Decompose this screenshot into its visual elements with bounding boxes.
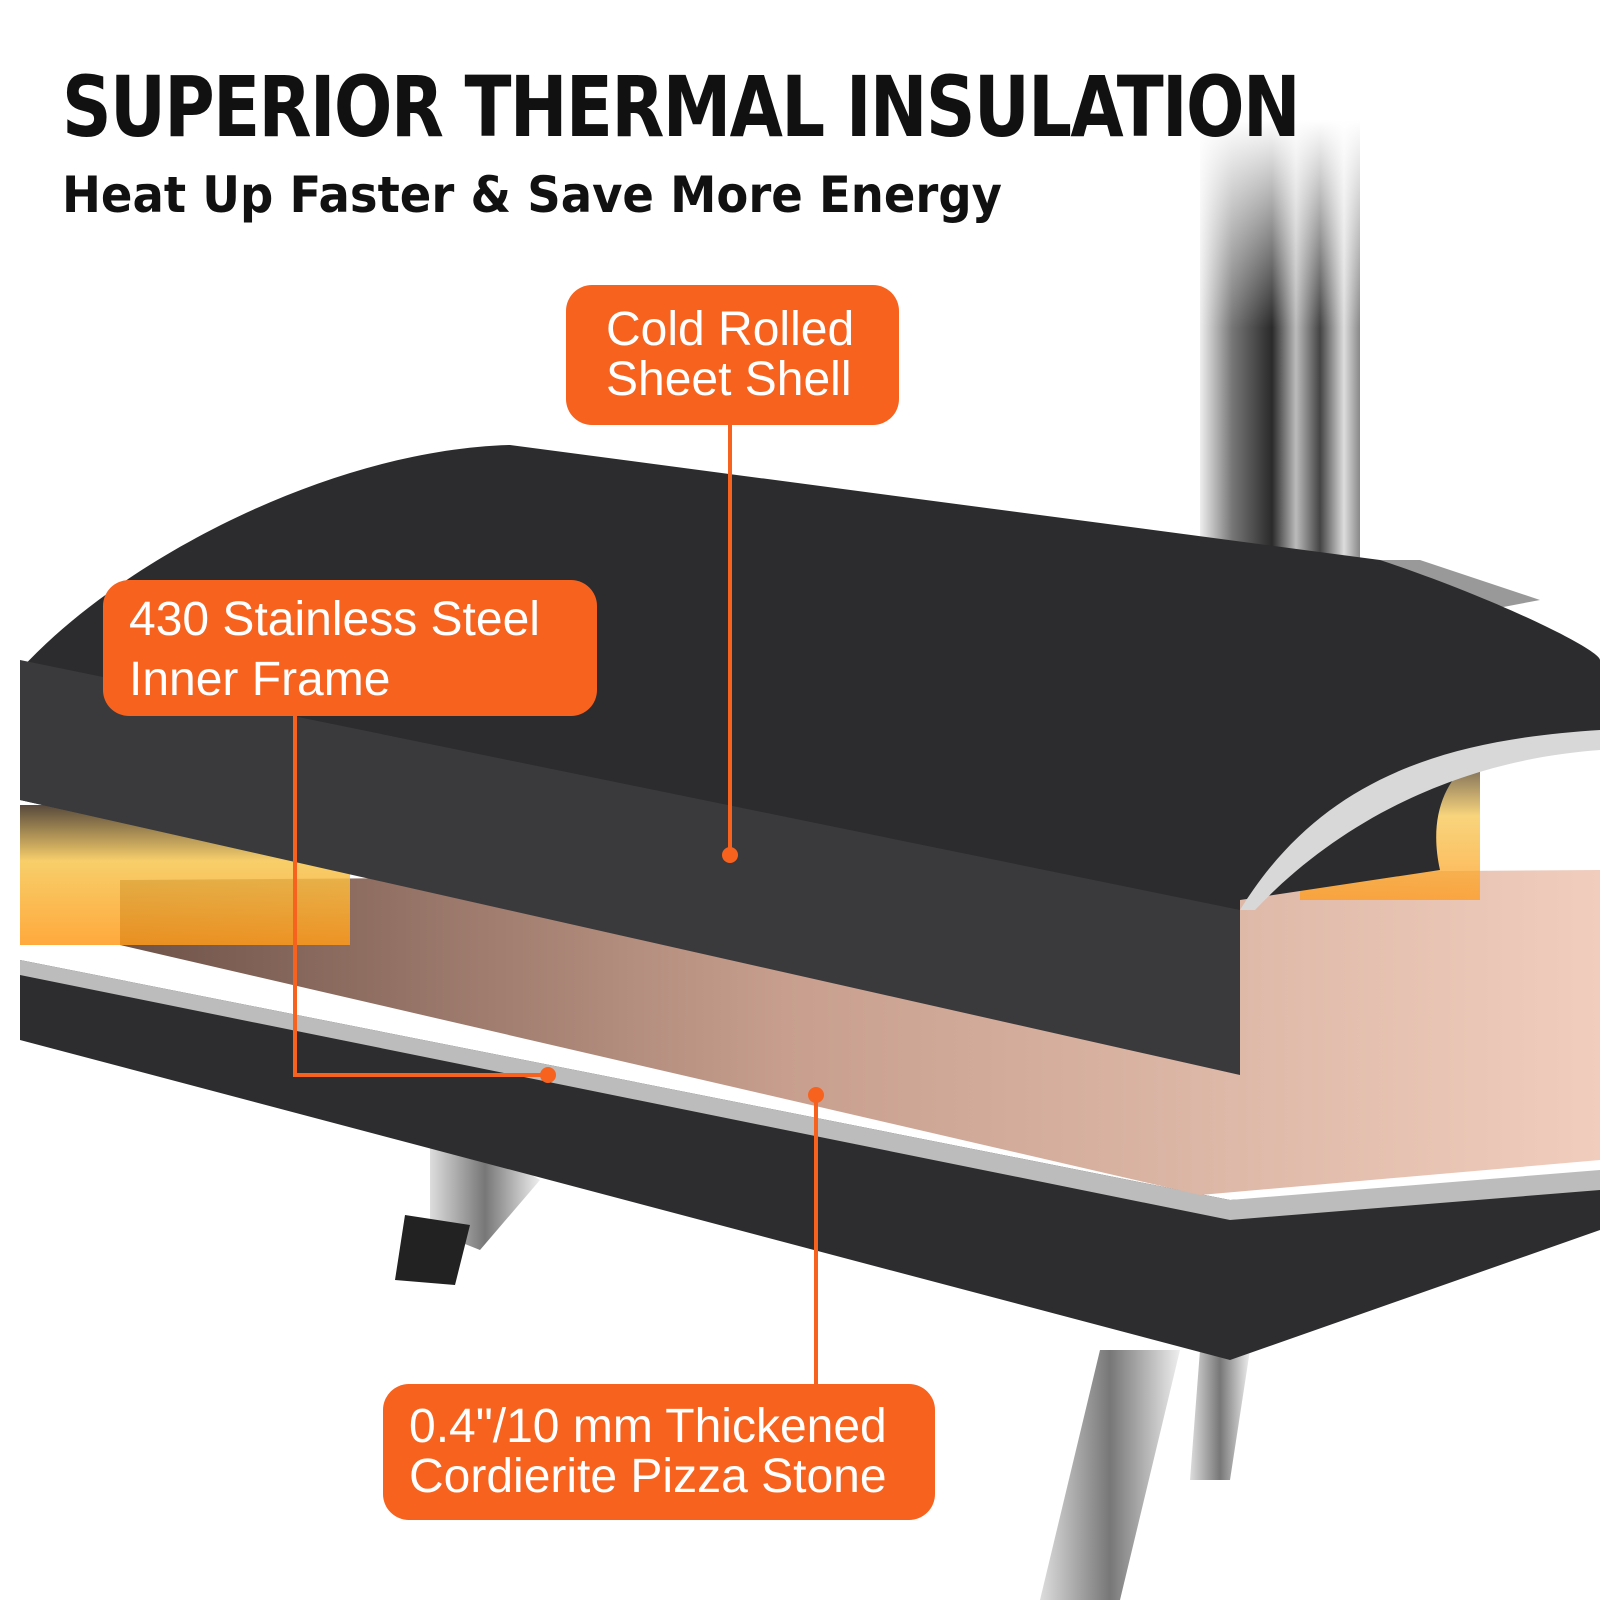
leader-lines (293, 425, 818, 1385)
callout-line: Cordierite Pizza Stone (409, 1450, 887, 1503)
page-title: SUPERIOR THERMAL INSULATION (62, 58, 1301, 156)
leader-dots (540, 847, 824, 1103)
callout-line: Inner Frame (129, 653, 391, 706)
callout-shell: Cold Rolled Sheet Shell (566, 285, 899, 425)
lower-frame-top (20, 960, 1600, 1220)
front-band (20, 660, 1240, 1075)
callout-line: 430 Stainless Steel (129, 593, 540, 646)
leg (1040, 1350, 1180, 1600)
page-subtitle: Heat Up Faster & Save More Energy (62, 166, 1002, 224)
callout-line: 0.4"/10 mm Thickened (409, 1400, 887, 1453)
callout-line: Cold Rolled (606, 303, 855, 356)
leg-foot (395, 1215, 470, 1285)
shell-edge (1240, 730, 1600, 910)
callout-inner-frame: 430 Stainless Steel Inner Frame (103, 580, 597, 716)
leg (1190, 1350, 1250, 1480)
lower-frame (20, 960, 1600, 1360)
callout-line: Sheet Shell (606, 353, 852, 406)
callout-pizza-stone: 0.4"/10 mm Thickened Cordierite Pizza St… (383, 1384, 935, 1520)
